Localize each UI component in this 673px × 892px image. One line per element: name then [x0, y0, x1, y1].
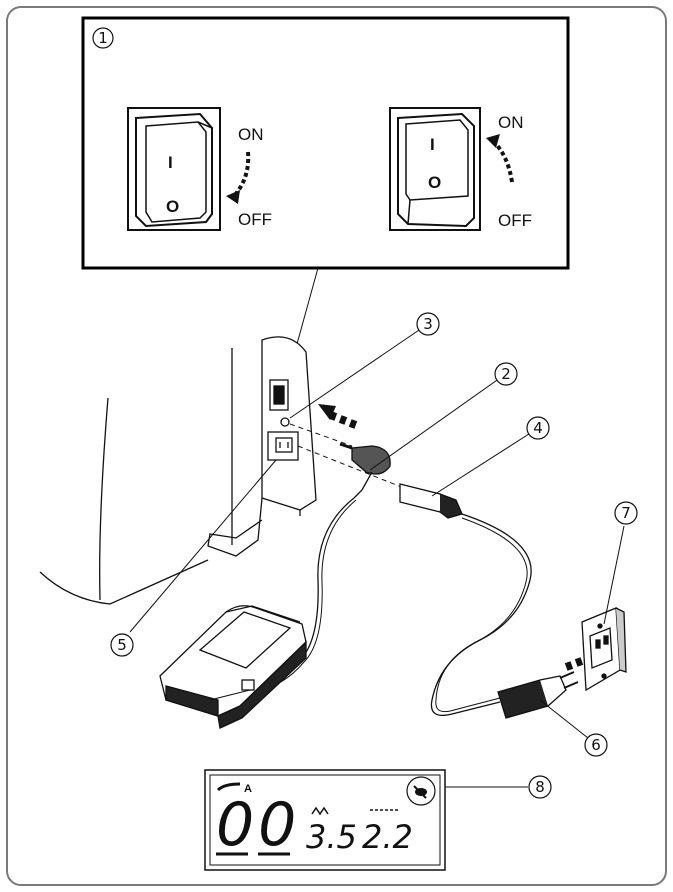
switch-left-off-label: OFF	[238, 210, 272, 229]
callout-3-text: 3	[423, 315, 433, 333]
callout-4: 4	[526, 416, 550, 440]
switch-inset: 1 I O ON OFF I O ON OFF	[81, 16, 570, 270]
wall-outlet	[581, 607, 627, 692]
callout-7: 7	[614, 501, 638, 525]
callout-lines	[129, 327, 625, 788]
lcd-stitch-width: 3.5	[306, 818, 357, 856]
lcd-indicator-letter: A	[244, 783, 252, 795]
switch-right-on-label: ON	[498, 113, 524, 132]
arrow-to-on-icon	[492, 140, 514, 183]
callout-3: 3	[416, 312, 440, 336]
callout-8: 8	[528, 775, 552, 799]
switch-right-o: O	[428, 173, 441, 192]
callout-6: 6	[584, 733, 608, 757]
callout-2-text: 2	[501, 365, 511, 383]
foot-control-plug	[339, 442, 391, 499]
power-switch-off-illustration: I O ON OFF	[127, 107, 272, 231]
switch-left-on-label: ON	[238, 125, 264, 144]
callout-6-text: 6	[591, 736, 601, 754]
power-switch-on-illustration: I O ON OFF	[389, 107, 532, 231]
callout-1: 1	[98, 29, 108, 47]
foot-control-pedal	[159, 605, 307, 729]
callout-8-text: 8	[535, 778, 545, 796]
switch-left-i: I	[168, 153, 173, 172]
lcd-inner-frame	[209, 774, 441, 866]
lcd-pattern-number: 00	[216, 790, 300, 860]
lcd-display: A 00 3.5 2.2	[204, 769, 446, 871]
callout-7-text: 7	[621, 504, 631, 522]
switch-right-i: I	[430, 135, 435, 154]
switch-right-off-label: OFF	[498, 211, 532, 230]
callout-5: 5	[110, 633, 134, 657]
presser-foot-icon	[216, 782, 241, 792]
insertion-guides	[289, 423, 405, 489]
wall-plug	[497, 671, 579, 719]
lcd-stitch-length: 2.2	[362, 818, 413, 856]
push-arrow-icon	[318, 404, 358, 429]
stitch-width-icon	[311, 806, 329, 816]
switch-left-o: O	[166, 197, 179, 216]
sewing-machine-side	[39, 336, 317, 605]
callout-5-text: 5	[117, 636, 127, 654]
callout-1-circle	[92, 27, 114, 49]
callout-2: 2	[494, 362, 518, 386]
callout-4-text: 4	[533, 419, 543, 437]
